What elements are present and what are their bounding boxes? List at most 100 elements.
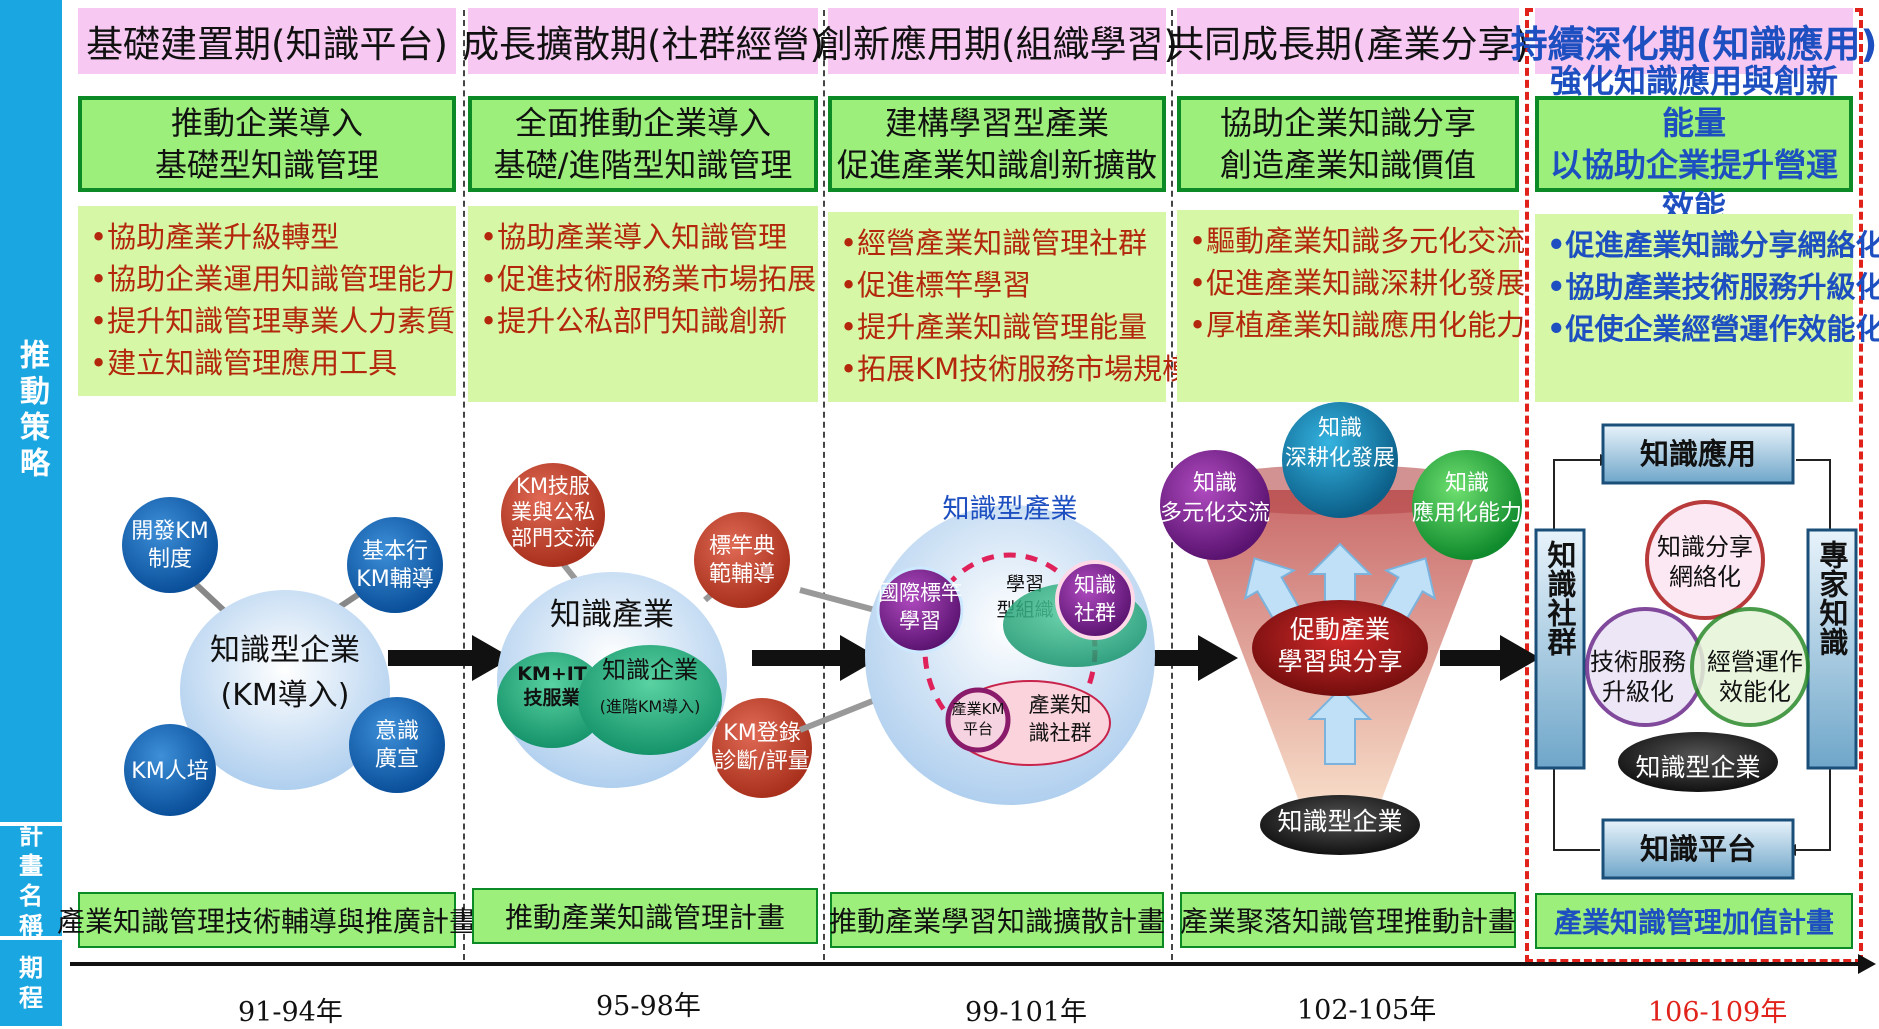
- node-label: 制度: [148, 547, 192, 572]
- phase-goal-1-line2: 基礎型知識管理: [154, 146, 379, 184]
- plan-label-block: 計畫名稱: [0, 822, 62, 940]
- sidebar: 推動策略 計畫名稱 期程: [0, 0, 62, 1026]
- node-label: 標竿典: [709, 534, 775, 559]
- node-label: (進階KM導入): [600, 697, 701, 716]
- industry-title: 知識型產業: [943, 494, 1078, 525]
- phase-bullets-5: •促進產業知識分享網絡化 •協助產業技術服務升級化 •促使企業經營運作效能化: [1535, 214, 1879, 402]
- node-basic-km: [347, 517, 443, 613]
- phase-bullets-1: •協助產業升級轉型 •協助企業運用知識管理能力 •提升知識管理專業人力素質 •建…: [78, 206, 456, 396]
- period-label-block: 期程: [0, 940, 62, 1026]
- bullet: •協助企業運用知識管理能力: [90, 262, 456, 296]
- node-label: 深耕化發展: [1285, 446, 1395, 471]
- phase-goal-4-line2: 創造產業知識價值: [1219, 146, 1476, 184]
- node-label: 知識: [1074, 573, 1116, 597]
- bullet: •提升知識管理專業人力素質: [90, 304, 456, 338]
- node-label: 知識: [1445, 471, 1489, 496]
- base-node: [1260, 795, 1420, 855]
- arrow-up-left-icon: [1243, 557, 1301, 624]
- node-label: KM輔導: [356, 567, 433, 592]
- base-node: [1618, 732, 1778, 792]
- timeline-axis: [70, 954, 1876, 974]
- node-label: 診斷/評量: [714, 749, 809, 774]
- diagram-funnel: 知識 多元化交流 知識 深耕化發展 知識 應用化能力 促動產業 學習與分享 知識…: [1160, 402, 1522, 855]
- diagram-knowledge-cycle: 知識應用 知識平台 知識社群 專家知識 知識型企業 知識分享 網絡化 技術服務 …: [1534, 423, 1858, 880]
- cycle-line: [1553, 459, 1600, 530]
- circle-label: 網絡化: [1669, 563, 1741, 591]
- period-3: 99-101年: [965, 997, 1088, 1028]
- bullet: •協助產業技術服務升級化: [1547, 270, 1879, 304]
- node-label: 業與公私: [511, 500, 595, 524]
- bullet: •建立知識管理應用工具: [90, 346, 398, 380]
- phase-divider: [823, 10, 825, 960]
- circle-label: 升級化: [1602, 678, 1674, 706]
- bullet: •提升公私部門知識創新: [480, 304, 788, 338]
- connector-line: [799, 587, 876, 613]
- circle-knowledge-sharing: [1645, 500, 1765, 620]
- center-label-1: 知識型企業: [210, 633, 360, 668]
- node-label: 部門交流: [511, 526, 595, 550]
- node-label: 多元化交流: [1160, 501, 1270, 526]
- bullet: •拓展KM技術服務市場規模: [840, 352, 1192, 386]
- phase-goal-3-line2: 促進產業知識創新擴散: [836, 146, 1157, 184]
- bullet: •促進產業知識深耕化發展: [1189, 266, 1526, 300]
- circle-operation-efficiency: [1690, 607, 1810, 727]
- node-deep-development: [1282, 402, 1398, 518]
- bullet: •驅動產業知識多元化交流: [1189, 224, 1526, 258]
- circle-label: 經營運作: [1707, 648, 1803, 676]
- plan-name-1: 產業知識管理技術輔導與推廣計畫: [57, 892, 477, 948]
- phase-goal-3: 建構學習型產業促進產業知識創新擴散: [828, 96, 1166, 192]
- base-label: 知識型企業: [1635, 753, 1760, 782]
- phase-goal-5: 強化知識應用與創新能量以協助企業提升營運效能: [1535, 62, 1853, 226]
- plan-label: 計畫名稱: [19, 822, 43, 940]
- center-label: 學習與分享: [1277, 647, 1402, 676]
- plan-name-2: 推動產業知識管理計畫: [472, 888, 818, 944]
- phase-title-3: 創新應用期(組織學習): [816, 8, 1178, 74]
- period-4: 102-105年: [1297, 995, 1437, 1026]
- bullet: •促進技術服務業市場拓展: [480, 262, 817, 296]
- phase-goal-3-line1: 建構學習型產業: [884, 104, 1109, 142]
- phase-bullets-2: •協助產業導入知識管理 •促進技術服務業市場拓展 •提升公私部門知識創新: [468, 206, 818, 402]
- node-label: 學習: [1006, 573, 1044, 595]
- node-label: 範輔導: [709, 562, 775, 587]
- phase-title-4: 共同成長期(產業分享): [1167, 8, 1529, 74]
- node-label: KM登錄: [723, 721, 800, 746]
- node-label: KM技服: [516, 474, 590, 498]
- base-label: 知識型企業: [1277, 807, 1402, 836]
- strategy-label: 推動策略: [14, 339, 49, 483]
- node-label: 識社群: [1029, 721, 1092, 745]
- node-label: 開發KM: [131, 519, 208, 544]
- flow-arrows: [388, 635, 1540, 681]
- node-application: [1412, 450, 1522, 560]
- arrow-up-icon: [1307, 687, 1373, 765]
- arrow-right-icon: [1858, 954, 1876, 974]
- bullet: •厚植產業知識應用化能力: [1189, 308, 1526, 342]
- km-it-node: [497, 652, 607, 748]
- diagram-knowledge-industry: 知識產業 KM+IT 技服業 知識企業 (進階KM導入) KM技服 業與公私 部…: [497, 463, 812, 798]
- node-benchmark-learning: [876, 566, 964, 654]
- diagram-knowledge-type-industry: 知識型產業 國際標竿 學習 學習 型組織 知識 社群 產業知 識社群 產業KM …: [798, 494, 1155, 805]
- period-1: 91-94年: [238, 997, 343, 1028]
- node-label: 基本行: [362, 539, 428, 564]
- phase-goal-5-line1: 強化知識應用與創新能量: [1549, 62, 1838, 142]
- phase-goal-1-line1: 推動企業導入: [170, 104, 363, 142]
- circle-label: 效能化: [1719, 678, 1791, 706]
- arrow-right-icon: [1440, 635, 1540, 681]
- bullet: •促進標竿學習: [840, 268, 1032, 302]
- knowledge-enterprise-node: [578, 645, 722, 755]
- node-label: 廣宣: [375, 747, 419, 772]
- node-km-exchange: [501, 463, 605, 567]
- strategy-label-block: 推動策略: [0, 0, 62, 822]
- arrow-right-icon: [1140, 635, 1238, 681]
- circle-label: 知識分享: [1657, 533, 1753, 561]
- plan-name-4: 產業聚落知識管理推動計畫: [1180, 892, 1516, 948]
- node-benchmark: [694, 512, 790, 608]
- box-label: 知識平台: [1640, 832, 1756, 866]
- box-label: 專家知識: [1815, 540, 1849, 656]
- phase-goal-2: 全面推動企業導入基礎/進階型知識管理: [468, 96, 818, 192]
- node-knowledge-community: [1055, 560, 1135, 640]
- box-knowledge-community: [1534, 528, 1586, 770]
- industry-title: 知識產業: [550, 597, 674, 633]
- circle-label: 技術服務: [1590, 648, 1686, 676]
- node-km-platform: [945, 687, 1011, 753]
